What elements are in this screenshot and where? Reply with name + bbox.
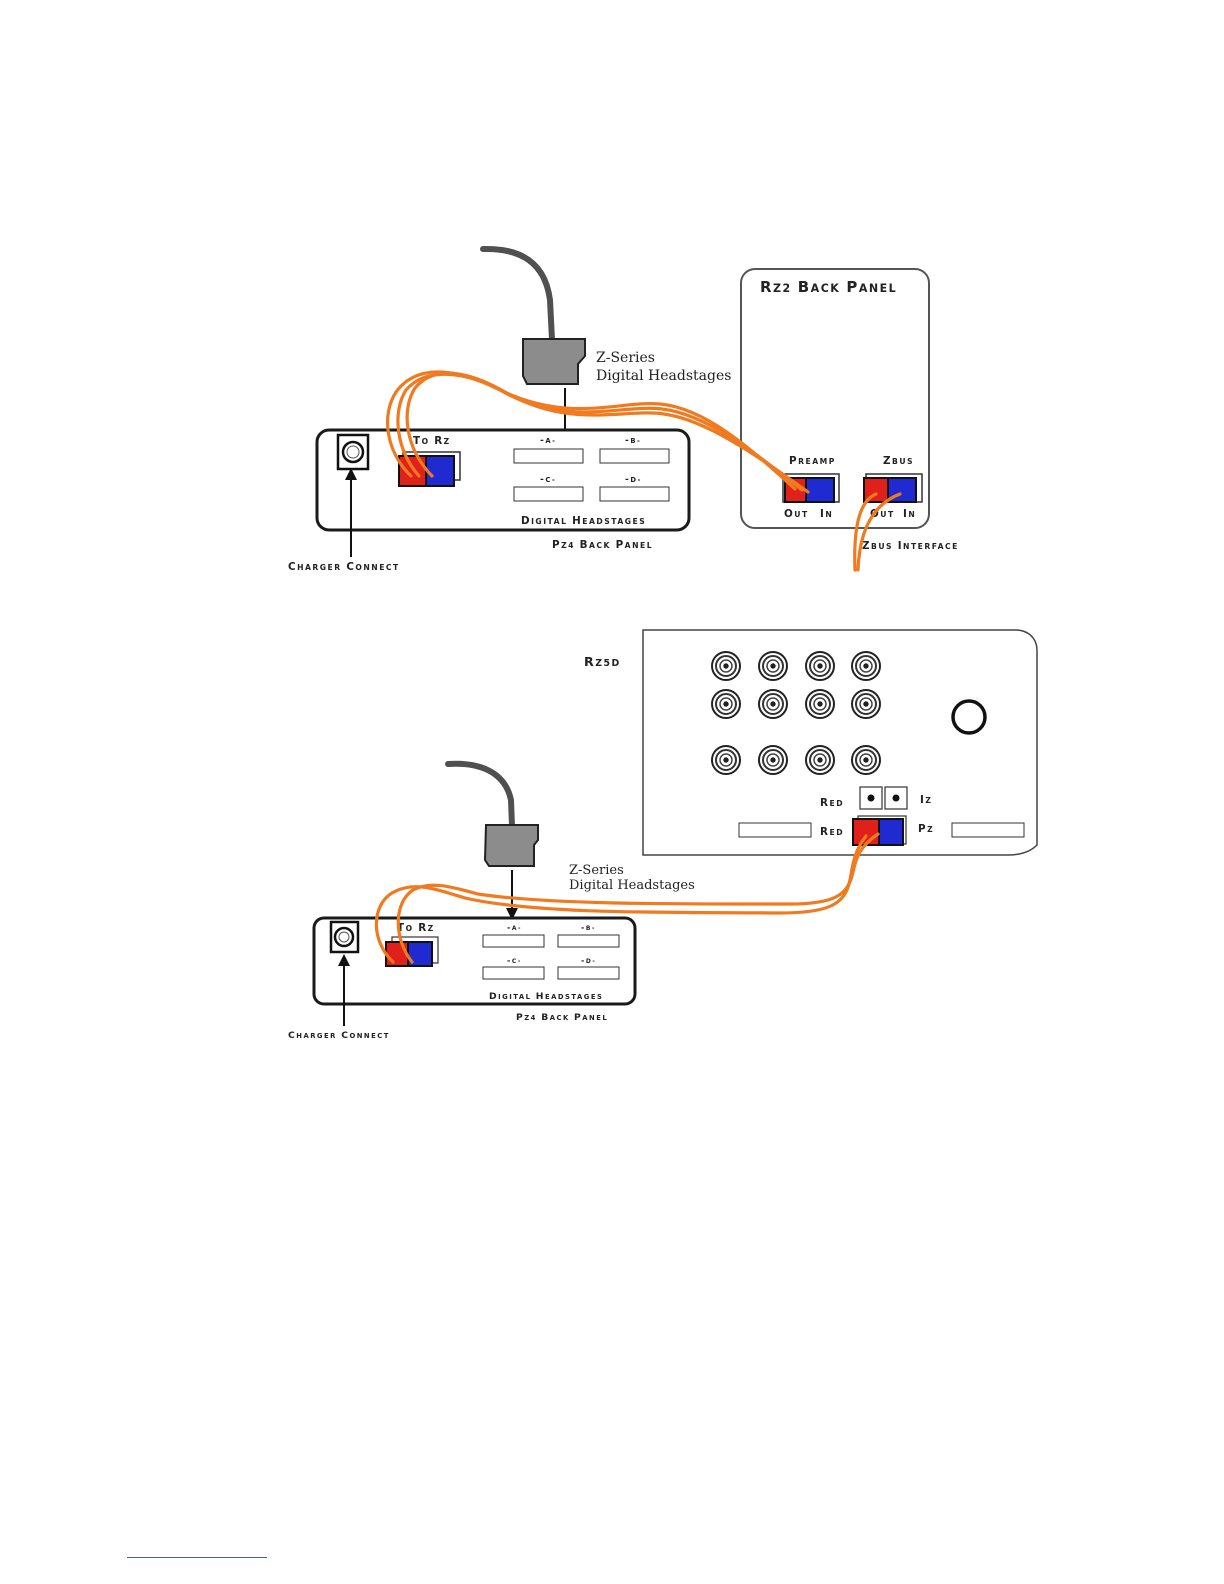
pz4-port-c-label-bottom: -C- [507, 956, 522, 965]
headstage-label-bottom-line2: Digital Headstages [569, 878, 695, 893]
rz2-preamp-out-label: OUT [784, 508, 809, 520]
pz4-port-d[interactable] [600, 487, 669, 501]
pz4-port-d-label-bottom: -D- [581, 956, 596, 965]
bnc-connector[interactable] [712, 746, 740, 774]
rz5d-red-top-label: RED [820, 797, 844, 809]
rz2-zbus-in-label: IN [903, 508, 916, 520]
pz4-port-a[interactable] [514, 449, 583, 463]
footer-rule [127, 1557, 267, 1558]
headstage-connector-bottom [485, 825, 538, 866]
headstage-cable [483, 249, 552, 340]
rz2-preamp-in-port[interactable] [806, 478, 834, 502]
charger-connect-label: CHARGER CONNECT [288, 561, 400, 573]
bnc-connector[interactable] [712, 652, 740, 680]
pz4-port-d-bottom[interactable] [558, 967, 619, 979]
rz2-preamp-label: PREAMP [789, 455, 836, 467]
pz4-port-c-label: -C- [540, 474, 556, 485]
pz4-port-b-label: -B- [625, 435, 641, 446]
charger-connect-label-bottom: CHARGER CONNECT [288, 1030, 390, 1041]
bnc-connector[interactable] [852, 652, 880, 680]
bnc-connector[interactable] [806, 746, 834, 774]
rz5d-round-connector[interactable] [953, 701, 985, 733]
pz4-port-b-label-bottom: -B- [581, 923, 596, 932]
rz5d-panel [643, 630, 1037, 855]
pz4-to-rz-label-bottom: TO RZ [397, 922, 435, 934]
pz4-to-rz-red-port[interactable] [399, 456, 426, 486]
bnc-connector[interactable] [806, 652, 834, 680]
pz4-port-a-label: -A- [540, 435, 556, 446]
rz5d-pz-red-port[interactable] [853, 819, 879, 845]
rz2-preamp-in-label: IN [820, 508, 833, 520]
rz5d-pz-label: PZ [918, 823, 934, 835]
bnc-connector[interactable] [759, 690, 787, 718]
rz5d-iz-label: IZ [920, 794, 932, 806]
bnc-connector[interactable] [759, 746, 787, 774]
pz4-port-d-label: -D- [625, 474, 642, 485]
rz5d-pz-blue-port[interactable] [879, 819, 903, 845]
rz5d-title: RZ5D [584, 654, 621, 669]
pz4-port-b-bottom[interactable] [558, 935, 619, 947]
headstage-label-bottom-line1: Z-Series [569, 863, 624, 878]
pz4-port-b[interactable] [600, 449, 669, 463]
pz4-port-c-bottom[interactable] [483, 967, 544, 979]
bnc-connector[interactable] [852, 690, 880, 718]
zbus-interface-label: ZBUS INTERFACE [862, 540, 959, 552]
pz4-panel-label-bottom: PZ4 BACK PANEL [516, 1012, 608, 1023]
headstage-connector [523, 339, 585, 384]
bnc-connector[interactable] [852, 746, 880, 774]
top-diagram: RZ2 BACK PANEL PREAMP ZBUS OUT IN OUT IN… [288, 249, 959, 573]
headstage-label-line2: Digital Headstages [596, 368, 731, 384]
rz5d-red-bottom-label: RED [820, 826, 844, 838]
headstage-label-line1: Z-Series [596, 350, 655, 366]
bnc-connector[interactable] [759, 652, 787, 680]
rz2-zbus-label: ZBUS [883, 455, 914, 467]
pz4-digital-headstages-label-bottom: DIGITAL HEADSTAGES [489, 991, 603, 1002]
rz5d-right-dsub[interactable] [952, 823, 1024, 837]
pz4-port-a-bottom[interactable] [483, 935, 544, 947]
pz4-panel-label: PZ4 BACK PANEL [552, 539, 653, 551]
bnc-connector[interactable] [806, 690, 834, 718]
pz4-digital-headstages-label: DIGITAL HEADSTAGES [521, 515, 646, 527]
bnc-connector[interactable] [712, 690, 740, 718]
rz5d-left-dsub[interactable] [739, 823, 811, 837]
pz4-to-rz-blue-port[interactable] [426, 456, 454, 486]
headstage-cable-bottom [448, 764, 512, 826]
pz4-port-c[interactable] [514, 487, 583, 501]
bottom-diagram: RZ5D RED IZ RED PZ Z-Series Digital Head… [288, 630, 1037, 1041]
pz4-to-rz-label: TO RZ [413, 435, 451, 447]
pz4-port-a-label-bottom: -A- [507, 923, 522, 932]
